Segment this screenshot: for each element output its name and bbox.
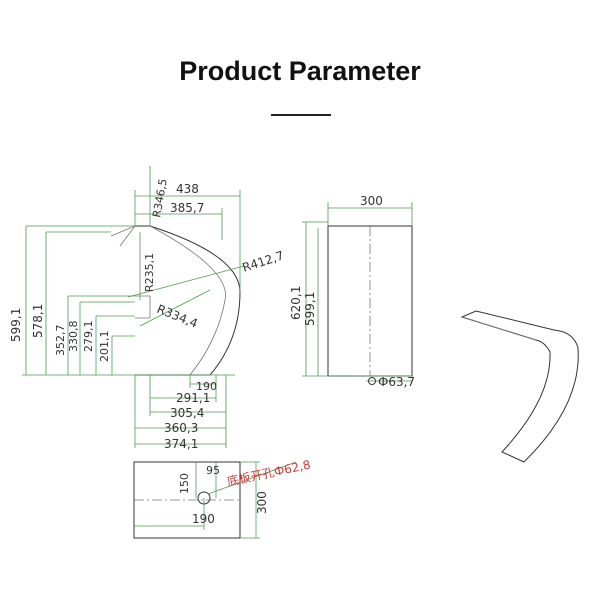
side-spout — [110, 225, 137, 247]
dim-291-1: 291,1 — [176, 391, 210, 405]
dim-578-1: 578,1 — [31, 304, 45, 338]
dim-360-3: 360,3 — [164, 421, 198, 435]
sketch-edge — [461, 316, 537, 341]
sketch-outline — [460, 310, 579, 463]
diameter-63-7: Ф63,7 — [378, 375, 415, 389]
dim-330-8: 330,8 — [67, 321, 80, 353]
radius-r346-5: R346,5 — [150, 178, 170, 219]
front-view: 300 620,1 599,1 Ф63,7 — [289, 194, 415, 389]
dim-190-side: 190 — [196, 380, 217, 393]
product-sketch — [460, 310, 579, 463]
dim-201-1: 201,1 — [98, 331, 111, 363]
hole-label: 底板开孔Ф62,8 — [226, 457, 312, 489]
dim-599-1: 599,1 — [9, 308, 23, 342]
dim-352-7: 352,7 — [54, 325, 67, 357]
side-inner-curve — [149, 225, 226, 376]
dim-190-bottom: 190 — [192, 512, 215, 526]
dim-300-front: 300 — [360, 194, 383, 208]
radius-r334-4: R334,4 — [155, 302, 200, 331]
dim-374-1: 374,1 — [164, 437, 198, 451]
dim-150-bottom: 150 — [178, 473, 191, 494]
side-step — [135, 295, 151, 319]
dim-300-bottom: 300 — [255, 491, 269, 514]
radius-r235-1: R235,1 — [143, 253, 156, 292]
dim-305-4: 305,4 — [170, 406, 204, 420]
title-underline — [271, 114, 331, 116]
dim-438: 438 — [176, 182, 199, 196]
dim-279-1: 279,1 — [82, 321, 95, 353]
radius-r412-7: R412,7 — [241, 248, 286, 275]
bottom-view: 150 95 300 190 底板开孔Ф62,8 — [133, 457, 312, 539]
dim-620-1: 620,1 — [289, 286, 303, 320]
dim-95-bottom: 95 — [206, 464, 220, 477]
dim-385-7: 385,7 — [170, 201, 204, 215]
page-title: Product Parameter — [179, 56, 421, 86]
dim-599-1-front: 599,1 — [303, 292, 317, 326]
side-view: 438 385,7 R346,5 R412,7 R235,1 R334,4 59… — [9, 166, 286, 451]
